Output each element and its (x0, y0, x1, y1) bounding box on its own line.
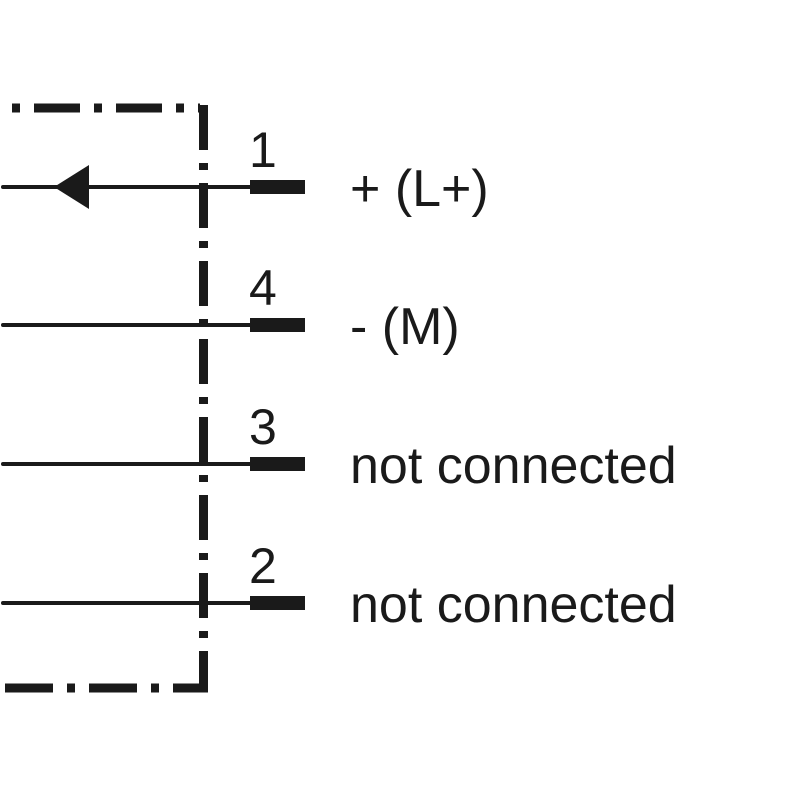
pin-3: 3 not connected (1, 399, 677, 495)
pin-label: not connected (350, 576, 677, 634)
pin-terminal (250, 596, 305, 610)
pin-number: 2 (249, 538, 277, 594)
pin-terminal (250, 180, 305, 194)
pin-terminal (250, 457, 305, 471)
arrow-left-icon (54, 165, 89, 209)
pin-label: + (L+) (350, 160, 489, 218)
pin-4: 4 - (M) (1, 260, 460, 356)
pin-label: not connected (350, 437, 677, 495)
pin-terminal (250, 318, 305, 332)
pin-1: 1 + (L+) (1, 122, 489, 218)
pin-number: 4 (249, 260, 277, 316)
pin-2: 2 not connected (1, 538, 677, 634)
pin-label: - (M) (350, 298, 460, 356)
pin-number: 3 (249, 399, 277, 455)
pin-number: 1 (249, 122, 277, 178)
device-housing-outline (5, 103, 208, 693)
